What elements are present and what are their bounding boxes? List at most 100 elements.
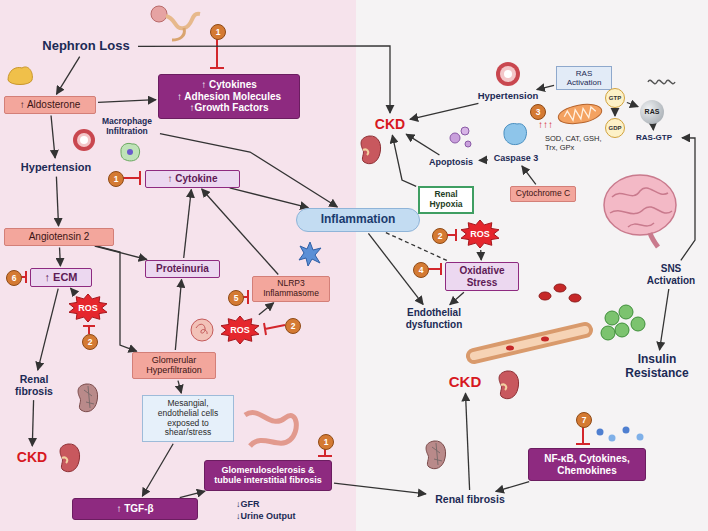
- ros-star: [221, 316, 259, 344]
- node-text: Glomerulosclerosis & tubule interstitial…: [210, 465, 326, 486]
- arrow-connector: [56, 177, 58, 226]
- callout-number: 7: [576, 412, 592, 428]
- inhibition-bar: [576, 427, 590, 444]
- outcome-box: Oxidative Stress: [445, 262, 519, 291]
- kidney-icon: [426, 441, 446, 469]
- arrow-connector: [627, 102, 638, 106]
- ckd-label: CKD: [445, 372, 485, 391]
- node-text: ↑Growth Factors: [190, 102, 269, 114]
- node-text: RAS-GTP: [636, 133, 672, 142]
- node-text: Macrophage Infiltration: [97, 117, 157, 137]
- cytokine-dots-icon: [637, 434, 644, 441]
- arrow-connector: [537, 85, 554, 89]
- note-text: SOD, CAT, GSH, Trx, GPx: [545, 134, 605, 152]
- ros-star: [69, 294, 107, 322]
- node-text: ↑ Aldosterone: [20, 99, 81, 111]
- ras-squiggle: [648, 80, 675, 83]
- node-text: Glomerular Hyperfiltration: [136, 355, 212, 376]
- brain-icon: [650, 233, 658, 247]
- node-text: NLRP3 Inflammasome: [256, 279, 326, 299]
- arrow-connector: [56, 57, 79, 95]
- node-text: Cytochrome C: [516, 189, 570, 199]
- node-text: Renal Hypoxia: [422, 190, 470, 210]
- node-text: SNS Activation: [641, 263, 701, 286]
- callout-number: 2: [432, 228, 448, 244]
- inflammasome-icon: [299, 242, 321, 266]
- node-text: Hypertension: [478, 91, 539, 102]
- arrow-connector: [522, 166, 536, 184]
- effect-box: ↑ Cytokines↑ Adhesion Molecules↑Growth F…: [158, 74, 300, 119]
- node-text: Renal fibrosis: [5, 373, 63, 397]
- arrow-connector: [184, 189, 192, 258]
- arrow-connector: [98, 100, 156, 103]
- kidney-icon: [501, 384, 506, 390]
- node-text: CKD: [17, 449, 47, 465]
- artery-icon: [77, 133, 91, 147]
- arrow-connector: [480, 250, 482, 260]
- ros-burst: ROS: [460, 220, 500, 248]
- connectors: [32, 46, 695, 498]
- mitochondrion-icon: [557, 101, 603, 126]
- blood-vessel-icon: [474, 330, 585, 356]
- fat-cells-icon: [615, 323, 629, 337]
- apoptotic-cells-icon: [465, 141, 471, 147]
- ckd-label: CKD: [372, 115, 408, 133]
- red-blood-cells-icon: [539, 292, 551, 300]
- nucleotide-circle: GTP: [605, 88, 625, 108]
- kidney-icon: [60, 444, 80, 472]
- node-text: ↑ TGF-β: [116, 503, 153, 515]
- kidney-icon: [499, 371, 519, 399]
- info-box: Mesangial, endothelial cells exposed to …: [142, 395, 234, 442]
- node-text: Endothelial dysfunction: [399, 307, 469, 330]
- arrow-connector: [614, 110, 615, 116]
- process-box: Glomerular Hyperfiltration: [132, 352, 216, 379]
- node-text: Angiotensin 2: [29, 231, 90, 243]
- node-text: NF-κB, Cytokines, Chemokines: [534, 453, 640, 476]
- ckd-label: CKD: [12, 448, 52, 466]
- macrophage-icon: [121, 143, 140, 161]
- blood-vessel-icon: [474, 330, 585, 356]
- caspase-icon: [504, 123, 527, 144]
- nephron-icon: [151, 6, 200, 40]
- node-text: Mesangial, endothelial cells exposed to …: [146, 399, 230, 438]
- mitochondrion-icon: [563, 106, 596, 121]
- outcome-box: ↑ Cytokine: [145, 170, 240, 188]
- node-text: ↑ Cytokines: [201, 79, 257, 91]
- apoptotic-cells-icon: [461, 127, 469, 135]
- adrenal-gland-icon: [8, 67, 32, 85]
- nucleotide-circle: GDP: [605, 118, 625, 138]
- callout-number: 1: [108, 171, 124, 187]
- hypoxia-box: Renal Hypoxia: [418, 186, 474, 214]
- fat-cells-icon: [631, 317, 645, 331]
- ros-burst: ROS: [68, 294, 108, 322]
- arrow-connector: [410, 103, 478, 119]
- text-node: Hypertension: [468, 90, 548, 103]
- node-text: ↑ ECM: [45, 271, 78, 284]
- process-box: Cytochrome C: [510, 186, 576, 202]
- cytokine-dots-icon: [597, 427, 644, 442]
- text-node: SNS Activation: [640, 262, 702, 287]
- arrow-connector: [230, 188, 309, 208]
- protein-sphere: RAS: [640, 100, 664, 124]
- callout-number: 5: [228, 290, 244, 306]
- inhibition-bar: [264, 323, 285, 335]
- ros-burst: ROS: [220, 316, 260, 344]
- text-node: Insulin Resistance: [612, 352, 702, 382]
- mitochondrion-icon: [557, 101, 603, 126]
- node-text: RAS Activation: [559, 69, 609, 87]
- kidney-icon: [60, 444, 80, 472]
- macrophage-icon: [121, 143, 140, 161]
- artery-icon: [496, 62, 520, 86]
- kidney-icon: [363, 149, 368, 155]
- arrow-connector: [38, 289, 58, 370]
- kidney-icon: [499, 371, 519, 399]
- arrow-connector: [652, 126, 654, 130]
- arrow-connector: [465, 393, 469, 490]
- kidney-icon: [84, 386, 94, 408]
- node-text: Insulin Resistance: [613, 353, 701, 381]
- callout-number: 2: [82, 334, 98, 350]
- cytokine-dots-icon: [609, 435, 616, 442]
- arrow-connector: [479, 159, 488, 161]
